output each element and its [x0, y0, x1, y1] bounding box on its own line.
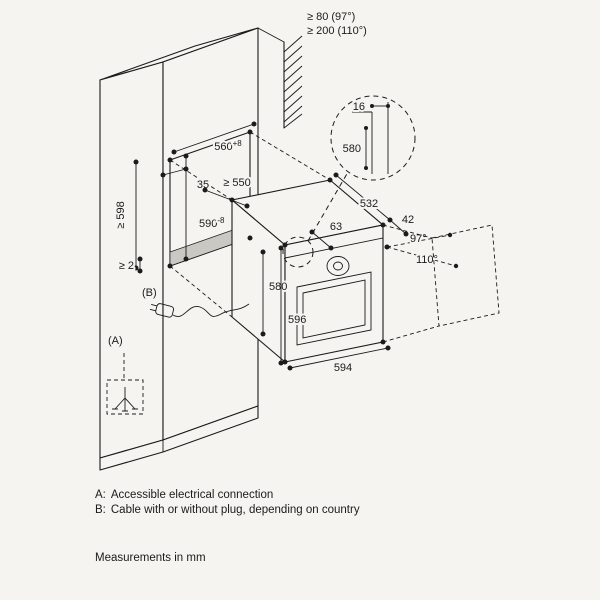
electrical-callout: (A) [106, 335, 144, 415]
door-glass-outer [296, 271, 372, 346]
dim-hinge-offset: 63 [330, 221, 342, 233]
cable-icon [172, 303, 250, 317]
oven [231, 179, 384, 363]
measurements-note: Measurements in mm [95, 552, 206, 564]
note-b: B:Cable with or without plug, depending … [95, 504, 360, 516]
open-door-outline [431, 224, 500, 327]
dim-front-height: 580 [269, 281, 287, 293]
detail-callout: 16 580 [282, 95, 416, 268]
footnotes: A:Accessible electrical connection B:Cab… [95, 489, 360, 564]
door-swing: 97° 110° [382, 224, 500, 343]
oven-dimensions: 580 596 594 532 42 63 [260, 172, 416, 376]
clearance-line-1: ≥ 80 (97°) [307, 11, 355, 23]
note-a: A:Accessible electrical connection [95, 489, 273, 501]
oven-front-face [284, 224, 384, 363]
connection-symbol-icon [114, 387, 136, 411]
control-panel-line [284, 237, 384, 259]
dim-oven-height: 596 [288, 314, 306, 326]
dim-oven-depth: 532 [360, 198, 378, 210]
dim-niche-width: 560+8 [214, 139, 242, 153]
dim-bottom-gap: ≥ 2 [119, 260, 134, 272]
rotary-knob-icon [326, 256, 350, 276]
callout-b-label: (B) [142, 287, 157, 299]
dim-niche-depth: ≥ 550 [223, 177, 250, 189]
dim-angle-small: 97° [410, 233, 427, 245]
cabinet [99, 27, 259, 471]
corner-dots [167, 129, 386, 365]
wall-hatch [257, 27, 303, 129]
clearance-annotations: ≥ 80 (97°) ≥ 200 (110°) [307, 11, 367, 37]
plug-icon [149, 303, 175, 318]
clearance-line-2: ≥ 200 (110°) [307, 25, 367, 37]
detail-dim-door-height: 580 [343, 143, 361, 155]
door-glass-inner [302, 279, 366, 339]
projection-lines [169, 131, 331, 318]
dim-cabinet-height: ≥ 598 [115, 201, 127, 228]
dim-niche-height: 590-8 [199, 216, 225, 230]
rotary-knob-center-icon [333, 261, 343, 271]
dim-door-thickness: 42 [402, 214, 414, 226]
connection-zone-box [106, 379, 144, 415]
cable-callout: (B) [142, 287, 250, 318]
cabinet-dimensions: 560+8 ≥ 598 590-8 35 ≥ 550 ≥ 2 [113, 121, 257, 274]
detail-zoom-circle [330, 95, 416, 181]
callout-a-label: (A) [108, 335, 123, 347]
detail-dim-overlap: 16 [353, 101, 365, 113]
dim-angle-large: 110° [416, 254, 438, 266]
dim-oven-width: 594 [334, 362, 352, 374]
detail-marker-circle [282, 236, 314, 268]
